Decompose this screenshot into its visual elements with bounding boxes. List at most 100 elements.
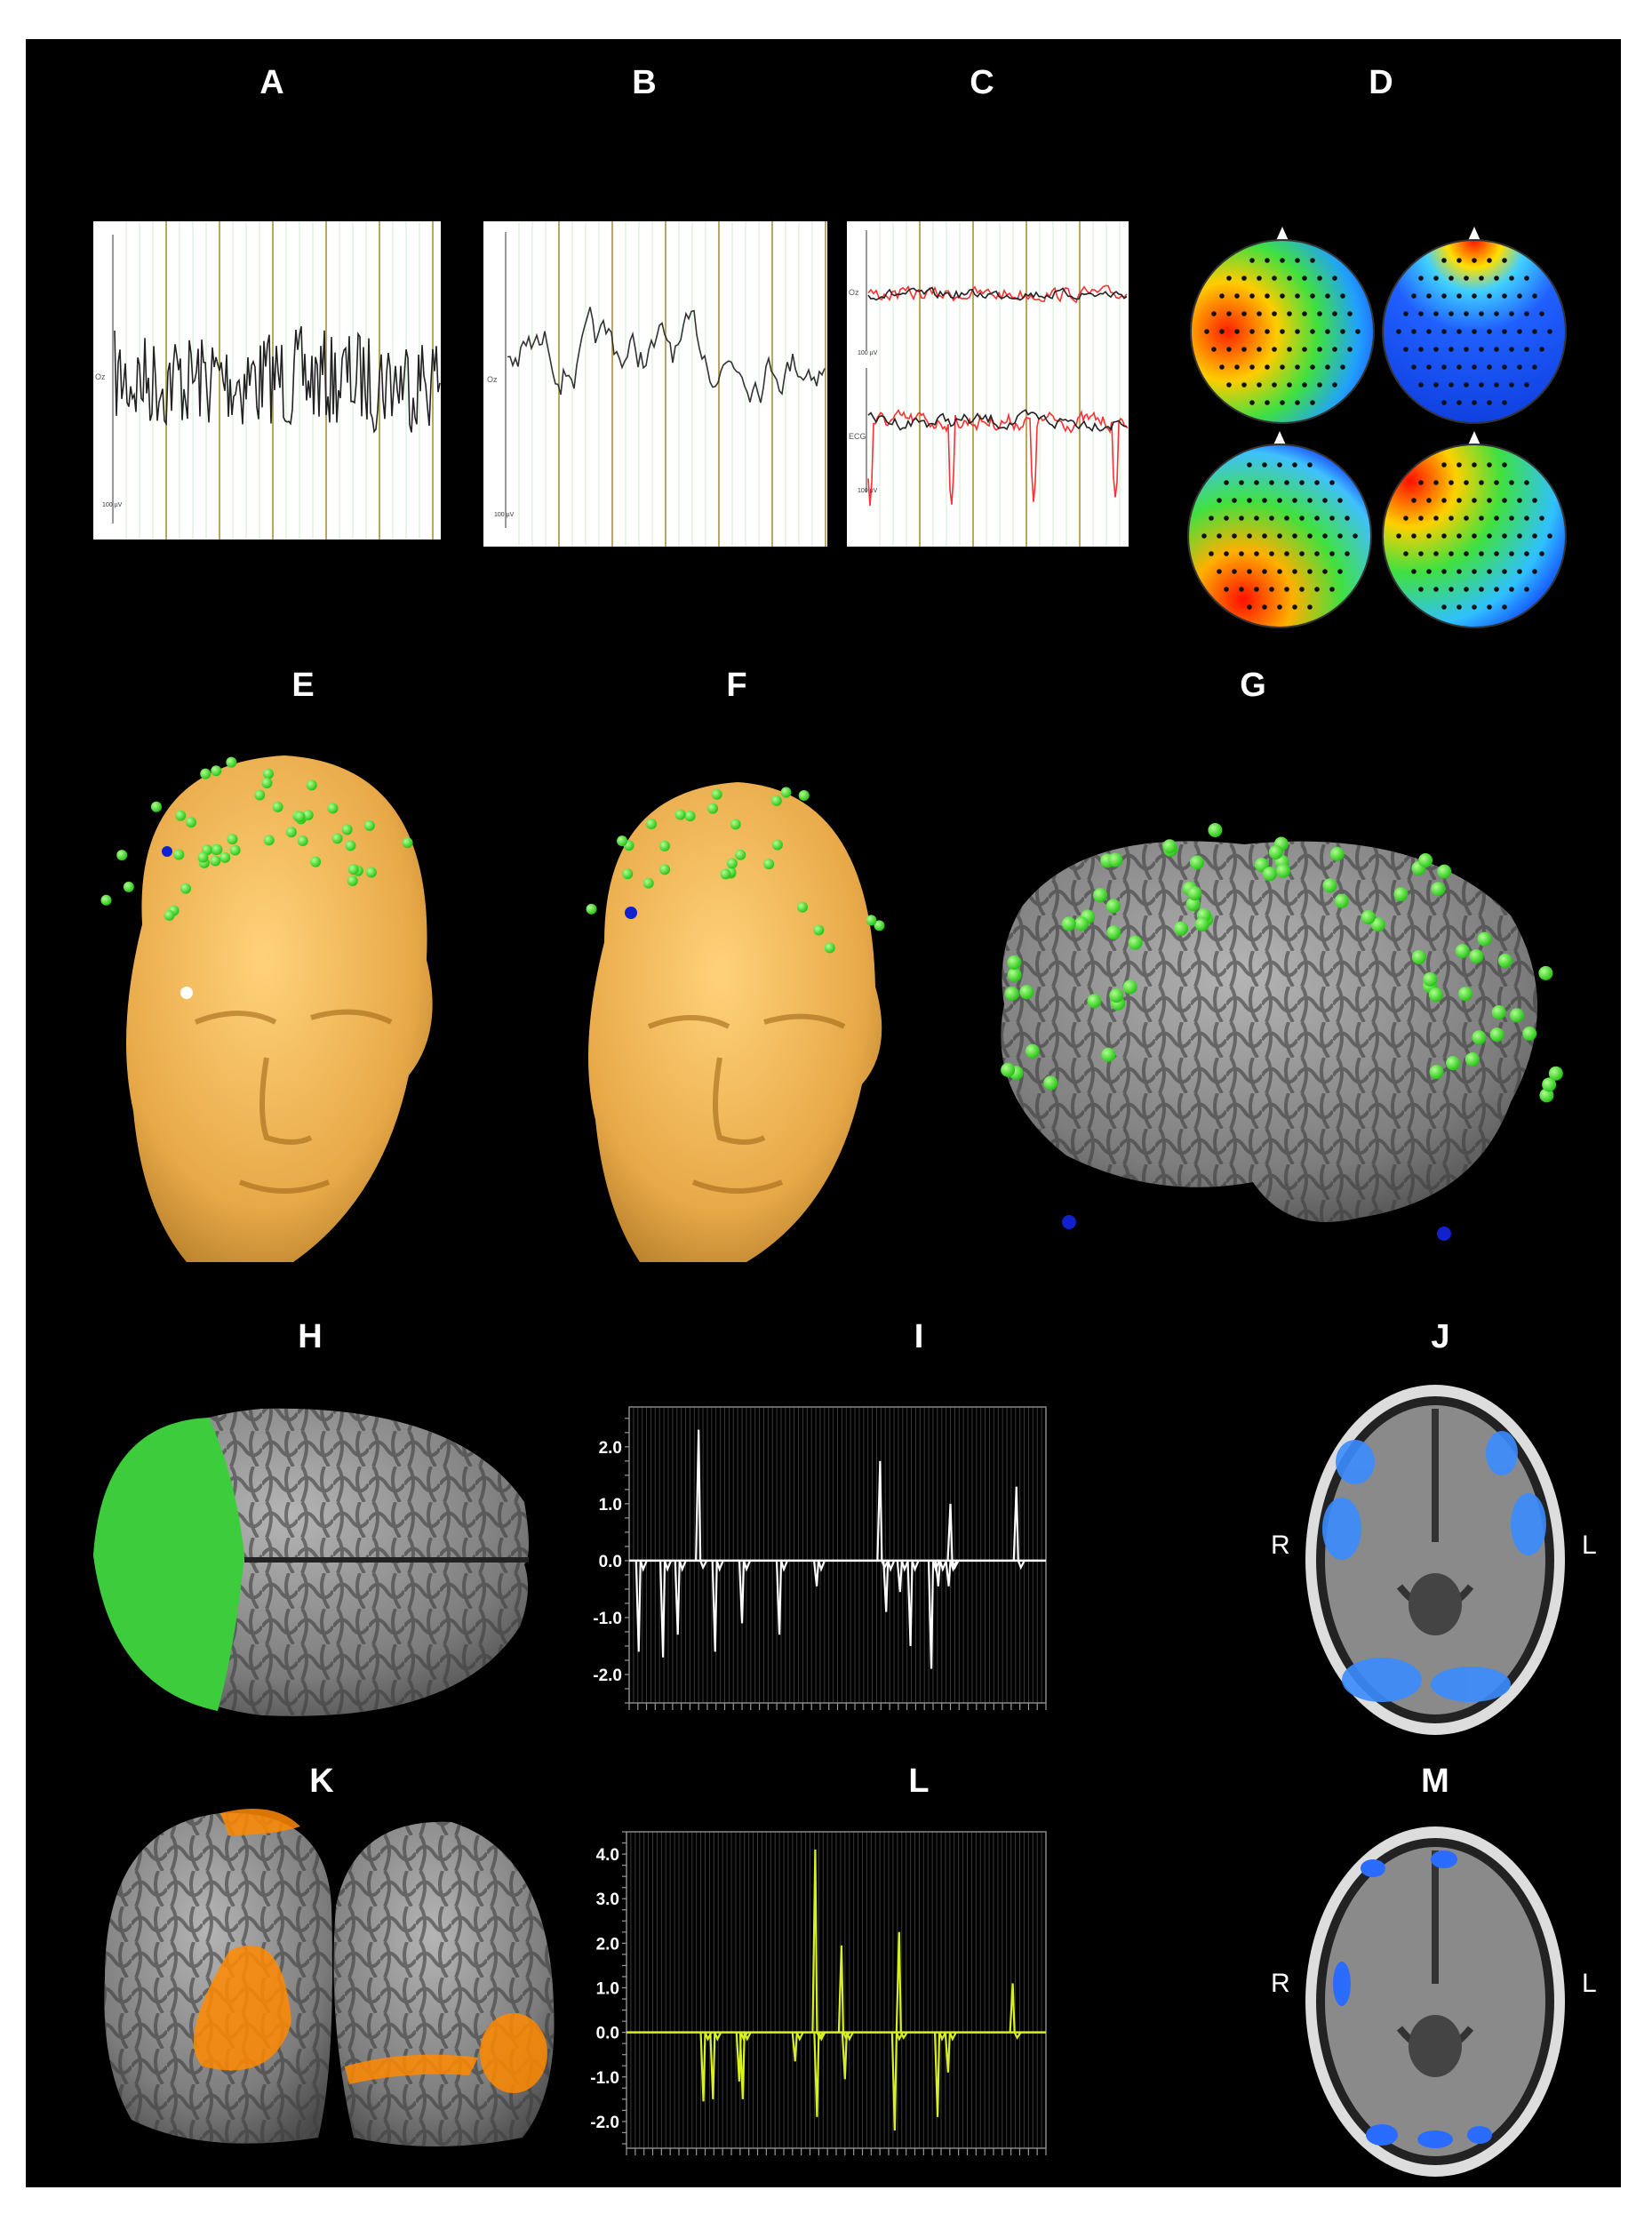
electrode-dot (1226, 347, 1232, 352)
electrode-dot (1524, 311, 1529, 316)
panel-label-a: A (259, 64, 284, 101)
electrode-dot (1257, 311, 1262, 316)
electrode-dot (1317, 382, 1322, 388)
electrode-dot (1502, 604, 1507, 610)
electrode-sphere (1262, 867, 1277, 882)
electrode-dot (1280, 258, 1285, 263)
electrode-dot (1211, 311, 1217, 316)
electrode-dot (1287, 276, 1292, 281)
electrode-dot (1302, 276, 1307, 281)
electrode-dot (1249, 364, 1255, 370)
electrode-dot (1464, 551, 1469, 556)
electrode-dot (1241, 311, 1247, 316)
electrode-dot (1456, 498, 1462, 503)
electrode-dot (1487, 258, 1492, 263)
electrode-sphere (1074, 916, 1089, 931)
electrode-dot (1272, 347, 1277, 352)
mri-left-label: L (1582, 1969, 1597, 1998)
electrode-dot (1502, 258, 1507, 263)
chart-l-spike (895, 1931, 908, 2040)
electrode-dot (1234, 329, 1240, 334)
electrode-sphere (1538, 965, 1553, 980)
electrode-dot (1224, 587, 1229, 592)
electrode-dot (1287, 347, 1292, 352)
electrode-dot (1418, 347, 1424, 352)
electrode-sphere (1423, 971, 1438, 987)
electrode-dot (1441, 498, 1447, 503)
head-models-row (100, 755, 1563, 1262)
electrode-dot (1539, 516, 1544, 521)
electrode-dot (1502, 533, 1507, 539)
electrode-dot (1433, 480, 1439, 485)
nasion-marker (180, 987, 193, 999)
electrode-dot (1307, 533, 1313, 539)
electrode-sphere (306, 779, 317, 791)
mri-axial-m (1305, 1826, 1565, 2177)
electrode-dot (1502, 293, 1507, 299)
eeg-trace (867, 284, 1128, 304)
electrode-dot (1524, 551, 1529, 556)
panel-label-g: G (1240, 667, 1266, 704)
electrode-dot (1487, 533, 1492, 539)
electrode-dot (1441, 329, 1447, 334)
electrode-dot (1539, 347, 1544, 352)
electrode-dot (1532, 533, 1537, 539)
electrode-dot (1418, 551, 1424, 556)
electrode-dot (1340, 364, 1345, 370)
electrode-dot (1494, 311, 1499, 316)
chart-l-spike (791, 2032, 804, 2062)
electrode-dot (1232, 498, 1237, 503)
electrode-dot (1299, 480, 1305, 485)
electrode-dot (1532, 498, 1537, 503)
electrode-dot (1277, 604, 1282, 610)
y-tick-label: 0.0 (599, 1553, 622, 1571)
electrode-dot (1239, 516, 1244, 521)
electrode-sphere (711, 788, 722, 800)
electrode-dot (1479, 516, 1484, 521)
electrode-sphere (331, 833, 343, 844)
electrode-dot (1284, 551, 1289, 556)
eeg-panel-b: Oz 100 µV (483, 221, 827, 547)
electrode-dot (1209, 516, 1214, 521)
electrode-dot (1345, 516, 1350, 521)
electrode-dot (1254, 587, 1259, 592)
electrode-dot (1426, 569, 1432, 574)
electrode-dot (1239, 587, 1244, 592)
electrode-sphere (402, 837, 413, 849)
electrode-dot (1479, 347, 1484, 352)
electrode-dot (1441, 462, 1447, 468)
electrode-dot (1292, 533, 1297, 539)
chart-i-spike (896, 1560, 909, 1593)
electrode-sphere (254, 789, 266, 801)
electrode-dot (1314, 587, 1320, 592)
electrode-dot (1322, 533, 1328, 539)
electrode-dot (1292, 462, 1297, 468)
electrode-sphere (1469, 948, 1484, 963)
electrode-dot (1494, 382, 1499, 388)
electrode-sphere (150, 801, 162, 812)
electrode-dot (1479, 587, 1484, 592)
electrode-dot (1418, 516, 1424, 521)
electrode-dot (1448, 516, 1454, 521)
electrode-dot (1234, 364, 1240, 370)
electrode-dot (1299, 516, 1305, 521)
electrode-dot (1284, 480, 1289, 485)
electrode-dot (1337, 533, 1343, 539)
electrode-sphere (617, 835, 628, 847)
electrode-dot (1487, 329, 1492, 334)
electrode-sphere (1001, 1062, 1016, 1077)
y-tick-label: 4.0 (596, 1846, 619, 1865)
electrode-dot (1464, 276, 1469, 281)
electrode-dot (1456, 462, 1462, 468)
chart-i-spike (695, 1429, 708, 1571)
electrode-dot (1517, 498, 1522, 503)
electrode-dot (1226, 311, 1232, 316)
electrode-sphere (645, 819, 657, 830)
electrode-dot (1509, 311, 1514, 316)
chart-i-spike (906, 1560, 920, 1646)
electrode-sphere (365, 867, 377, 878)
electrode-sphere (175, 810, 187, 821)
y-tick-label: -1.0 (590, 2069, 619, 2088)
electrode-dot (1347, 347, 1353, 352)
electrode-dot (1479, 311, 1484, 316)
